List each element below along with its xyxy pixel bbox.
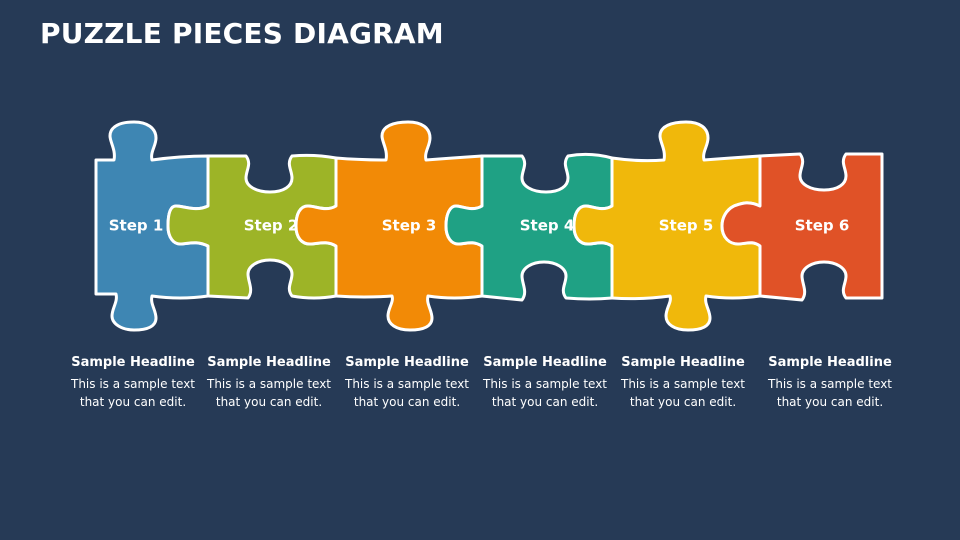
step-2-description: This is a sample text that you can edit. [194, 375, 344, 411]
puzzle-piece-step-2: Step 2 [166, 153, 338, 300]
step-5-headline: Sample Headline [621, 355, 745, 370]
step-4-headline: Sample Headline [483, 355, 607, 370]
step-4-description-line-1: This is a sample text [482, 377, 608, 391]
step-1-label: Step 1 [109, 217, 164, 235]
puzzle-piece-step-5: Step 5 [572, 120, 762, 332]
step-5-label: Step 5 [659, 217, 714, 235]
step-3-description-line-1: This is a sample text [344, 377, 470, 391]
step-6-description-line-2: that you can edit. [776, 395, 884, 409]
step-5-description-line-2: that you can edit. [629, 395, 737, 409]
step-5-description-line-1: This is a sample text [620, 377, 746, 391]
step-2-caption: Sample Headline This is a sample text th… [194, 352, 344, 411]
step-4-caption: Sample Headline This is a sample text th… [470, 352, 620, 411]
step-3-description: This is a sample text that you can edit. [332, 375, 482, 411]
step-4-label: Step 4 [520, 217, 575, 235]
step-2-description-line-1: This is a sample text [206, 377, 332, 391]
step-4-description-line-2: that you can edit. [491, 395, 599, 409]
step-6-description-line-1: This is a sample text [767, 377, 893, 391]
step-2-description-line-2: that you can edit. [215, 395, 323, 409]
step-4-description: This is a sample text that you can edit. [470, 375, 620, 411]
step-6-description: This is a sample text that you can edit. [755, 375, 905, 411]
step-1-caption: Sample Headline This is a sample text th… [58, 352, 208, 411]
puzzle-piece-step-6: Step 6 [720, 152, 884, 302]
step-3-description-line-2: that you can edit. [353, 395, 461, 409]
step-5-caption: Sample Headline This is a sample text th… [608, 352, 758, 411]
step-6-headline: Sample Headline [768, 355, 892, 370]
step-1-description: This is a sample text that you can edit. [58, 375, 208, 411]
step-6-caption: Sample Headline This is a sample text th… [755, 352, 905, 411]
puzzle-piece-6-shape [720, 152, 884, 302]
step-1-description-line-1: This is a sample text [70, 377, 196, 391]
step-3-headline: Sample Headline [345, 355, 469, 370]
slide-title: PUZZLE PIECES DIAGRAM [40, 17, 444, 50]
step-3-label: Step 3 [382, 217, 437, 235]
step-2-headline: Sample Headline [207, 355, 331, 370]
step-5-description: This is a sample text that you can edit. [608, 375, 758, 411]
step-3-caption: Sample Headline This is a sample text th… [332, 352, 482, 411]
step-1-description-line-2: that you can edit. [79, 395, 187, 409]
step-1-headline: Sample Headline [71, 355, 195, 370]
step-2-label: Step 2 [244, 217, 299, 235]
step-6-label: Step 6 [795, 217, 850, 235]
